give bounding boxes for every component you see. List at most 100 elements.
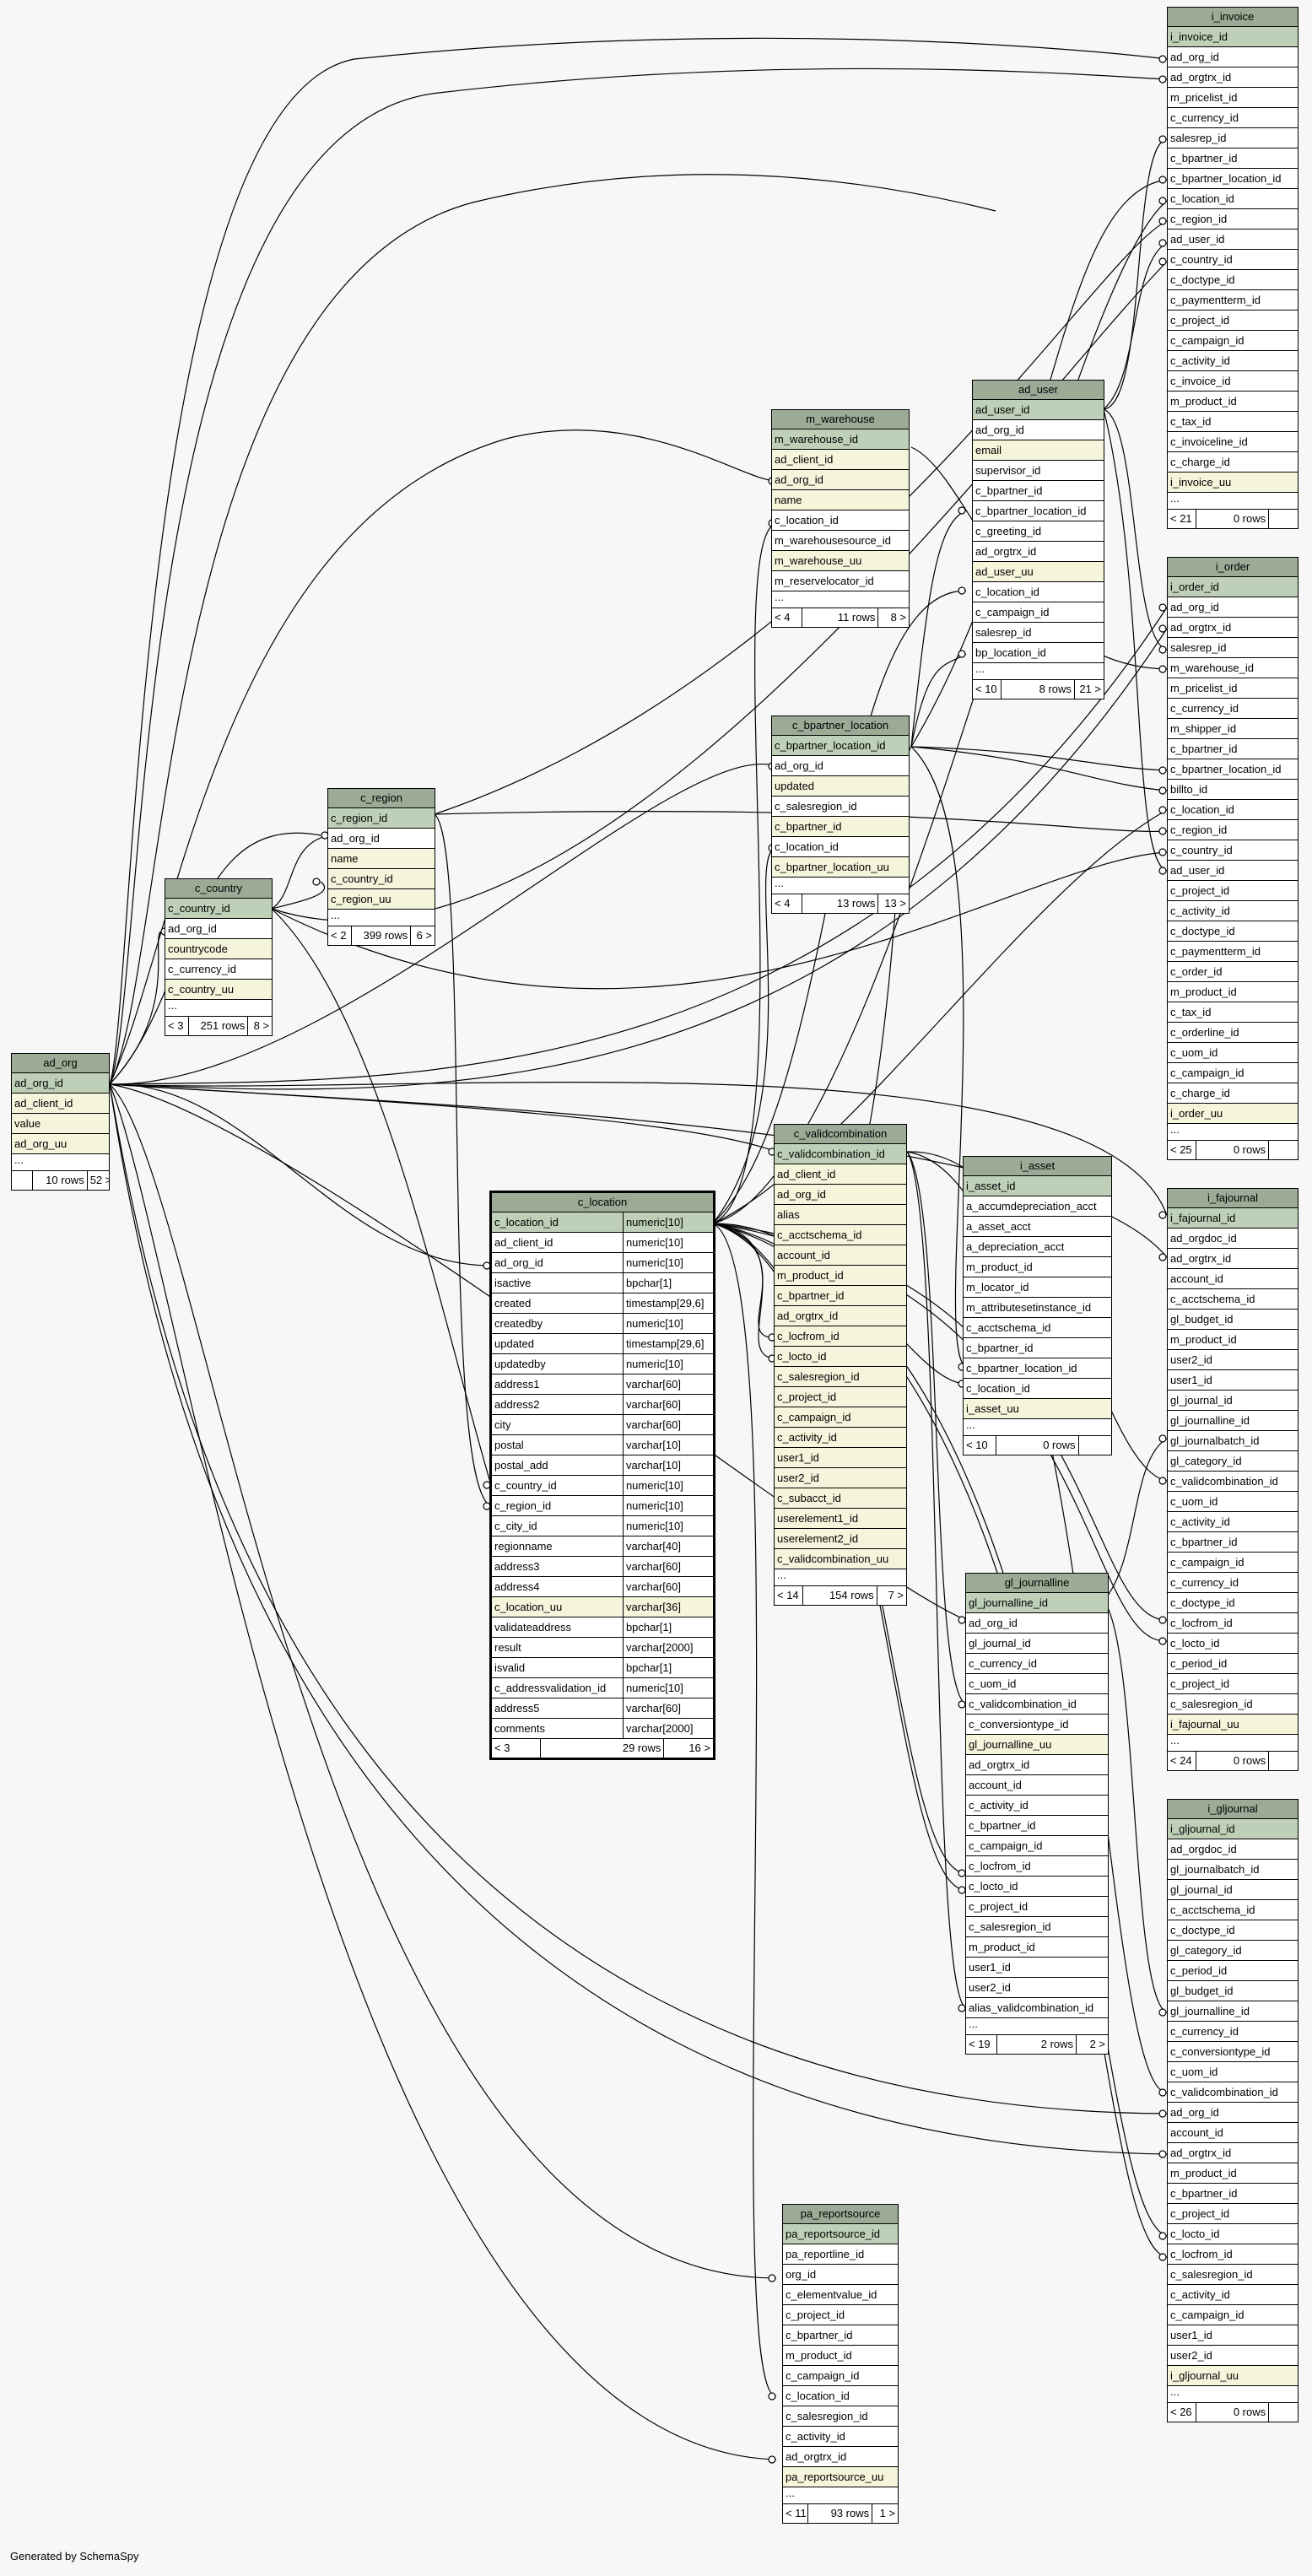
column-row[interactable]: user1_id: [966, 1958, 1108, 1978]
column-row[interactable]: c_locto_id: [1168, 1634, 1298, 1654]
child-count[interactable]: [1269, 2403, 1298, 2422]
column-row[interactable]: gl_journalline_id: [966, 1593, 1108, 1613]
column-row[interactable]: c_salesregion_id: [775, 1367, 906, 1387]
column-row[interactable]: c_uom_id: [1168, 2062, 1298, 2082]
column-row[interactable]: c_currency_id: [1168, 2022, 1298, 2042]
column-row[interactable]: ad_org_uu: [12, 1134, 109, 1154]
column-row[interactable]: c_salesregion_id: [772, 797, 909, 817]
column-row[interactable]: m_product_id: [1168, 1330, 1298, 1350]
column-row[interactable]: ad_client_id: [12, 1094, 109, 1114]
column-row[interactable]: supervisor_id: [973, 461, 1104, 481]
column-row[interactable]: salesrep_id: [973, 623, 1104, 643]
column-row[interactable]: c_locto_id: [1168, 2224, 1298, 2244]
column-row[interactable]: m_warehousesource_id: [772, 531, 909, 551]
column-row[interactable]: c_region_id: [328, 808, 435, 829]
column-row[interactable]: pa_reportsource_uu: [783, 2467, 898, 2487]
column-row[interactable]: c_uom_id: [1168, 1043, 1298, 1063]
column-row[interactable]: c_order_id: [1168, 962, 1298, 982]
column-row[interactable]: user1_id: [775, 1448, 906, 1468]
column-row[interactable]: c_activity_id: [966, 1796, 1108, 1816]
column-row[interactable]: ad_org_id: [772, 756, 909, 776]
column-row[interactable]: c_activity_id: [783, 2427, 898, 2447]
column-row[interactable]: c_validcombination_id: [1168, 2082, 1298, 2103]
column-row[interactable]: name: [772, 490, 909, 510]
column-row[interactable]: ad_orgtrx_id: [966, 1755, 1108, 1775]
column-row[interactable]: c_charge_id: [1168, 1083, 1298, 1104]
column-row[interactable]: c_bpartner_id: [783, 2325, 898, 2346]
column-row[interactable]: ad_user_id: [1168, 230, 1298, 250]
table-header[interactable]: c_validcombination: [775, 1125, 906, 1144]
column-row[interactable]: m_product_id: [775, 1266, 906, 1286]
column-row[interactable]: c_project_id: [1168, 2204, 1298, 2224]
column-row[interactable]: ad_orgtrx_id: [775, 1306, 906, 1326]
column-row[interactable]: c_greeting_id: [973, 521, 1104, 542]
column-row[interactable]: ad_org_id: [966, 1613, 1108, 1634]
column-row[interactable]: c_region_uu: [328, 889, 435, 910]
column-row[interactable]: gl_journalbatch_id: [1168, 1431, 1298, 1451]
column-row[interactable]: c_paymentterm_id: [1168, 942, 1298, 962]
column-row[interactable]: ad_orgdoc_id: [1168, 1229, 1298, 1249]
column-row[interactable]: c_charge_id: [1168, 452, 1298, 473]
column-row[interactable]: gl_journal_id: [1168, 1880, 1298, 1900]
column-row[interactable]: m_reservelocator_id: [772, 571, 909, 591]
column-row[interactable]: m_pricelist_id: [1168, 88, 1298, 108]
column-row[interactable]: user2_id: [1168, 1350, 1298, 1370]
column-row[interactable]: salesrep_id: [1168, 128, 1298, 149]
column-row[interactable]: i_asset_id: [964, 1176, 1111, 1196]
column-row[interactable]: c_location_id: [973, 582, 1104, 602]
table-header[interactable]: i_order: [1168, 558, 1298, 577]
column-row[interactable]: ad_org_id: [1168, 597, 1298, 618]
column-row[interactable]: ad_client_id: [775, 1164, 906, 1185]
column-row[interactable]: gl_journalline_id: [1168, 2001, 1298, 2022]
column-row[interactable]: c_period_id: [1168, 1961, 1298, 1981]
parent-count[interactable]: [12, 1171, 34, 1190]
column-row[interactable]: userelement2_id: [775, 1529, 906, 1549]
column-row[interactable]: ad_orgdoc_id: [1168, 1839, 1298, 1860]
column-row[interactable]: c_activity_id: [775, 1428, 906, 1448]
column-row[interactable]: salesrep_id: [1168, 638, 1298, 658]
column-row[interactable]: c_project_id: [966, 1897, 1108, 1917]
parent-count[interactable]: < 11: [783, 2504, 808, 2523]
child-count[interactable]: [1269, 1752, 1298, 1770]
child-count[interactable]: 13 >: [884, 897, 906, 910]
column-row[interactable]: c_country_id: [1168, 250, 1298, 270]
table-header[interactable]: c_country: [165, 879, 272, 899]
column-row[interactable]: ad_client_id: [772, 450, 909, 470]
child-count[interactable]: 8 >: [890, 611, 906, 624]
column-row[interactable]: ad_org_id: [772, 470, 909, 490]
column-row[interactable]: ad_orgtrx_id: [1168, 1249, 1298, 1269]
parent-count[interactable]: < 14: [775, 1586, 804, 1605]
column-row[interactable]: ad_org_id: [973, 420, 1104, 440]
column-row[interactable]: c_bpartner_id: [772, 817, 909, 837]
column-row[interactable]: c_location_id: [1168, 189, 1298, 209]
column-row[interactable]: user1_id: [1168, 2325, 1298, 2346]
column-row[interactable]: c_tax_id: [1168, 412, 1298, 432]
column-row[interactable]: c_project_id: [1168, 311, 1298, 331]
column-row[interactable]: m_product_id: [966, 1937, 1108, 1958]
column-row[interactable]: c_uom_id: [966, 1674, 1108, 1694]
column-row[interactable]: c_bpartner_id: [964, 1338, 1111, 1358]
table-header[interactable]: ad_org: [12, 1054, 109, 1073]
column-row[interactable]: c_currency_id: [1168, 108, 1298, 128]
parent-count[interactable]: < 19: [966, 2035, 997, 2054]
child-count[interactable]: 6 >: [416, 929, 432, 942]
column-row[interactable]: c_region_id: [1168, 209, 1298, 230]
parent-count[interactable]: < 10: [964, 1436, 996, 1455]
table-header[interactable]: gl_journalline: [966, 1574, 1108, 1593]
parent-count[interactable]: < 26: [1168, 2403, 1196, 2422]
table-header[interactable]: m_warehouse: [772, 410, 909, 429]
column-row[interactable]: c_bpartner_id: [1168, 1532, 1298, 1553]
column-row[interactable]: c_currency_id: [1168, 699, 1298, 719]
column-row[interactable]: c_project_id: [775, 1387, 906, 1407]
parent-count[interactable]: < 10: [973, 680, 1002, 699]
column-row[interactable]: c_bpartner_location_id: [1168, 169, 1298, 189]
column-row[interactable]: c_conversiontype_id: [966, 1715, 1108, 1735]
